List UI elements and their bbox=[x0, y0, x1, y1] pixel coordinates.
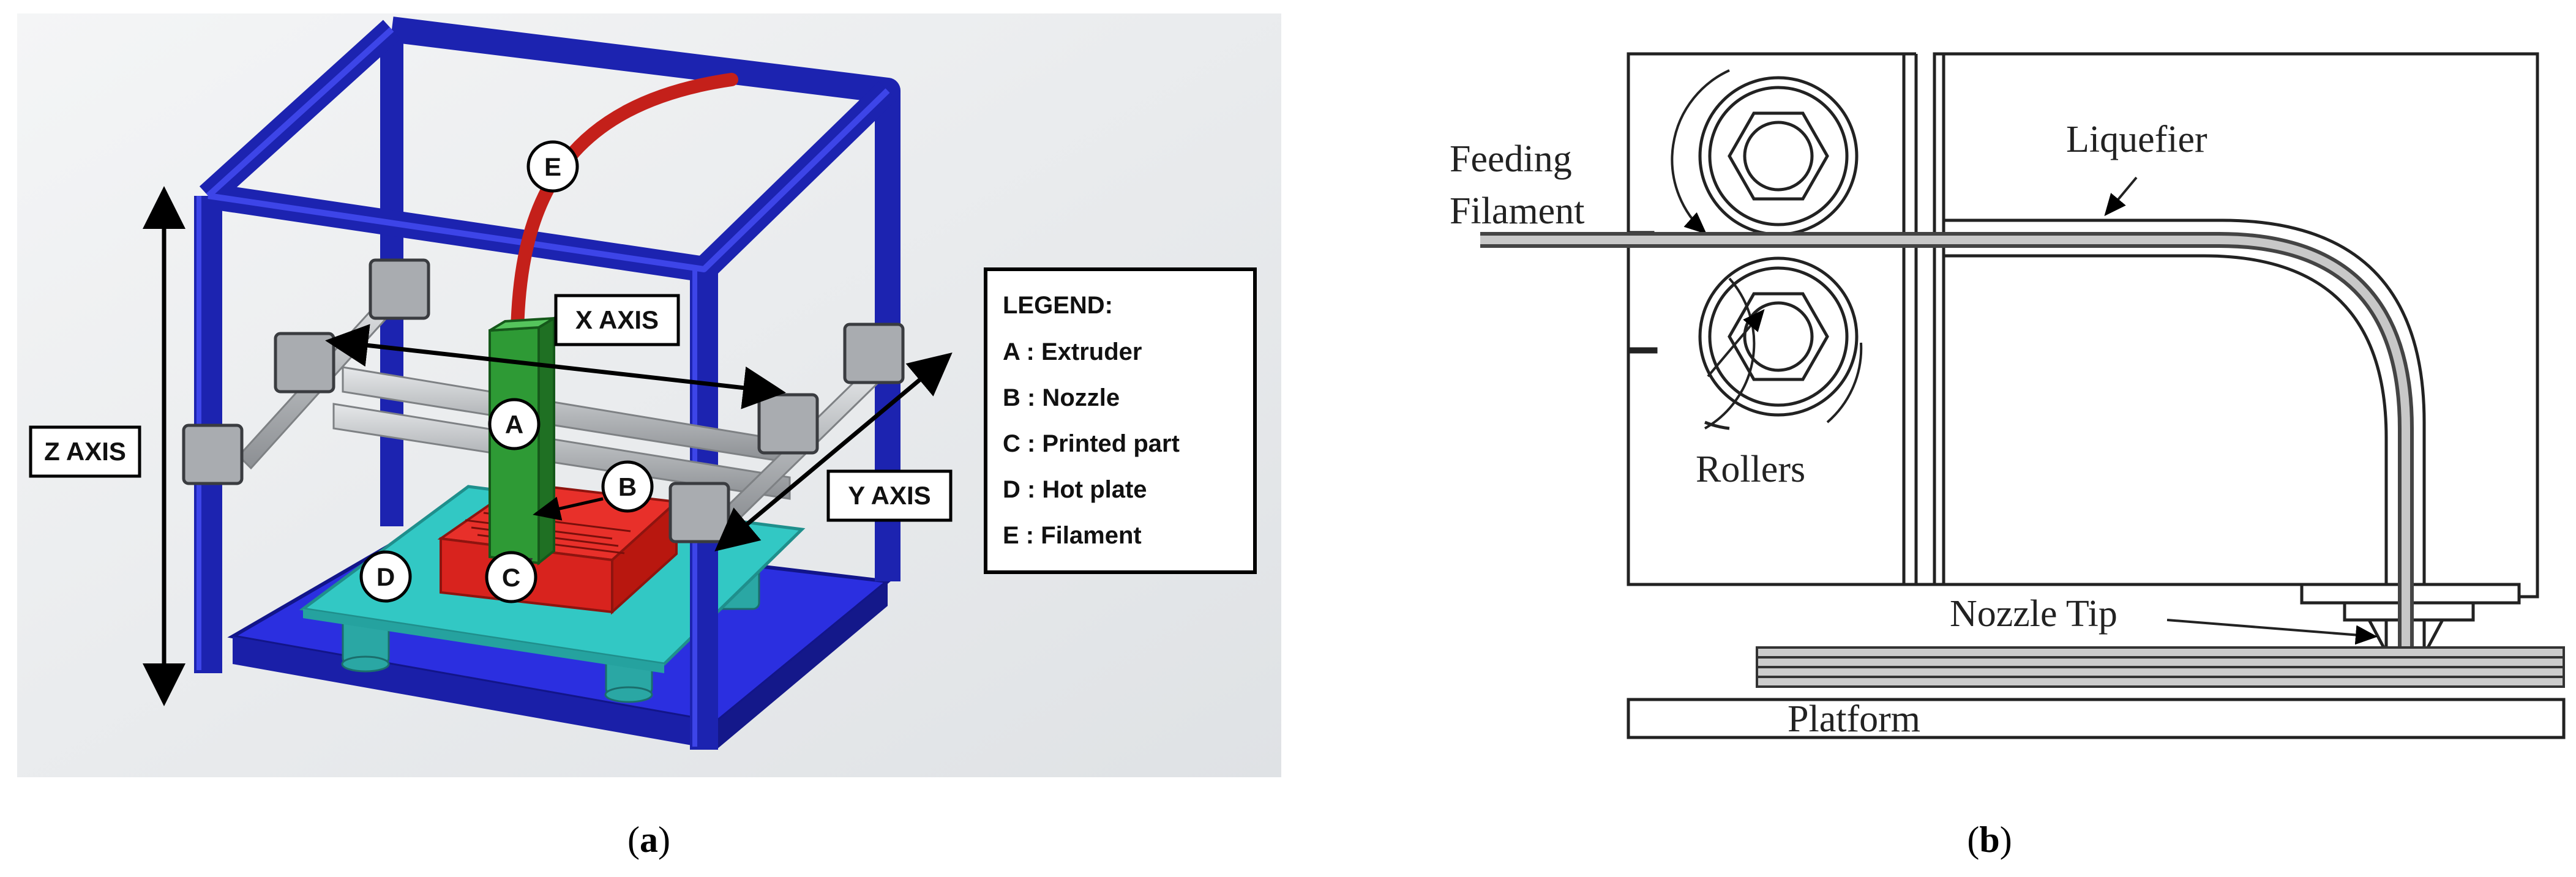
marker-b: B bbox=[601, 460, 654, 513]
y-axis-label: Y AXIS bbox=[826, 469, 953, 522]
svg-text:X AXIS: X AXIS bbox=[575, 305, 659, 334]
rollers-label: Rollers bbox=[1696, 449, 1805, 490]
svg-text:A: A bbox=[505, 410, 523, 439]
legend-title: LEGEND: bbox=[1003, 292, 1113, 319]
legend-item: E : Filament bbox=[1003, 522, 1142, 549]
liquefier-block bbox=[1933, 52, 2539, 599]
x-axis-label: X AXIS bbox=[554, 294, 680, 346]
deposited-layers bbox=[1756, 646, 2565, 688]
legend-box: LEGEND: A : Extruder B : Nozzle C : Prin… bbox=[984, 267, 1257, 574]
nozzle-pointer-arrow bbox=[533, 496, 604, 521]
svg-text:D: D bbox=[376, 562, 395, 591]
caption-a: (a) bbox=[627, 819, 670, 860]
marker-a: A bbox=[488, 398, 541, 450]
panel-b-extrusion-diagram bbox=[1480, 52, 2566, 739]
svg-text:B: B bbox=[618, 472, 637, 501]
roller-housing bbox=[1627, 52, 1906, 586]
svg-text:Z AXIS: Z AXIS bbox=[44, 437, 126, 466]
panel-a-printer-diagram: Z AXIS X AXIS Y AXIS E A B C D bbox=[17, 13, 1281, 777]
liquefier-leader bbox=[2104, 176, 2138, 217]
x-axis-arrow bbox=[325, 324, 786, 409]
liquefier-label: Liquefier bbox=[2066, 119, 2207, 160]
y-axis-arrow bbox=[714, 353, 953, 551]
marker-c: C bbox=[485, 551, 537, 603]
legend-item: A : Extruder bbox=[1003, 338, 1142, 365]
rollers-leader bbox=[1707, 308, 1765, 378]
platform bbox=[1627, 698, 2566, 739]
caption-b: (b) bbox=[1967, 819, 2012, 860]
feeding-label-line2: Filament bbox=[1450, 190, 1584, 232]
legend-item: D : Hot plate bbox=[1003, 476, 1147, 503]
nozzle-tip-leader bbox=[2166, 619, 2378, 645]
marker-d: D bbox=[359, 550, 412, 603]
roller-top bbox=[1698, 76, 1859, 236]
svg-text:E: E bbox=[544, 152, 561, 181]
svg-text:C: C bbox=[502, 563, 520, 592]
marker-e: E bbox=[526, 140, 579, 193]
platform-label: Platform bbox=[1788, 698, 1920, 740]
feeding-label-line1: Feeding bbox=[1450, 138, 1572, 180]
svg-text:Y AXIS: Y AXIS bbox=[848, 481, 930, 510]
nozzle-tip-label: Nozzle Tip bbox=[1950, 593, 2117, 635]
legend-item: C : Printed part bbox=[1003, 430, 1180, 457]
roller-bottom bbox=[1698, 256, 1859, 417]
z-axis-label: Z AXIS bbox=[29, 425, 141, 478]
legend-item: B : Nozzle bbox=[1003, 384, 1120, 411]
